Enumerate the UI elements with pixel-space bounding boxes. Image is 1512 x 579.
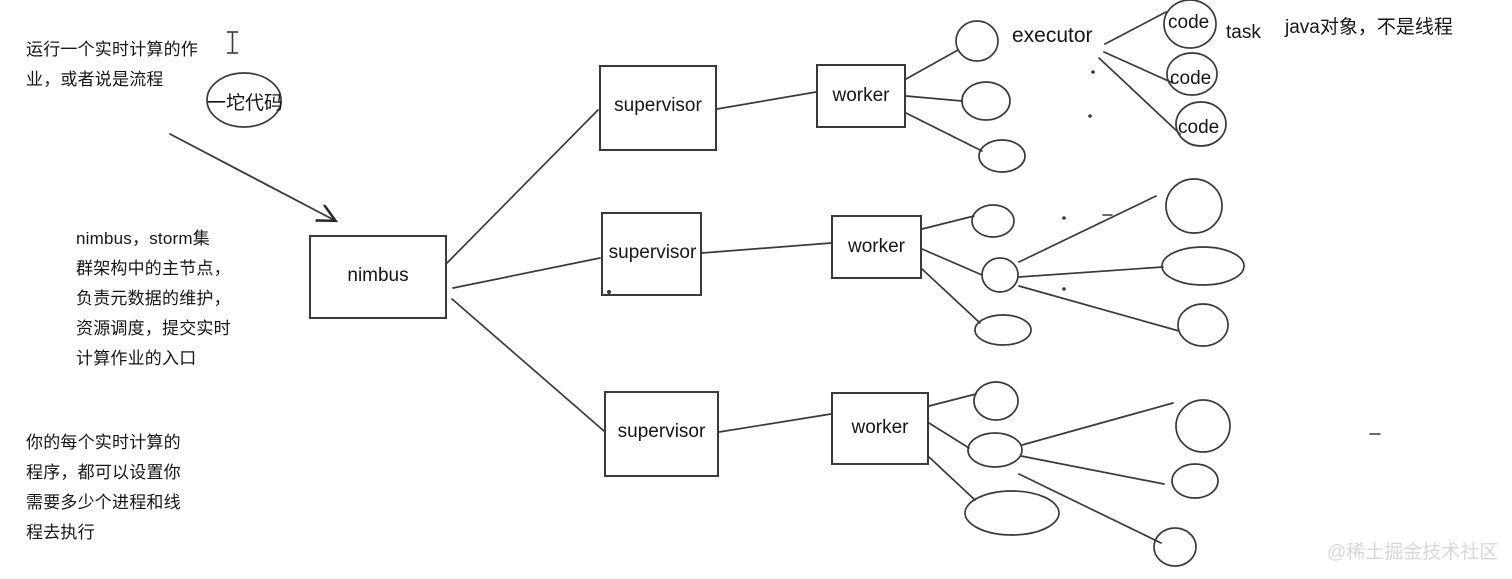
executor-circle-4 <box>971 204 1015 238</box>
ink-dot <box>1091 70 1095 74</box>
edge-executor5-task-3 <box>1018 285 1180 332</box>
executor-circle-9 <box>964 490 1060 536</box>
edge-nimbus-to-supervisor-3 <box>451 298 605 432</box>
edge-worker3-executor-3 <box>928 456 976 501</box>
task-circle-r2-2 <box>1161 246 1245 286</box>
edge-executor1-task-1 <box>1104 11 1167 45</box>
supervisor-label-2: supervisor <box>608 242 697 263</box>
edge-worker1-executor-3 <box>905 112 983 152</box>
task-circle-r3-1 <box>1175 399 1231 453</box>
executor-circle-8 <box>967 432 1023 468</box>
executor-circle-1 <box>955 20 999 62</box>
edge-executor5-task-2 <box>1018 266 1164 278</box>
edge-executor5-task-1 <box>1018 195 1157 263</box>
edge-worker2-executor-2 <box>921 248 983 276</box>
edge-supervisor-worker-1 <box>716 91 817 110</box>
task-code-label-1: code <box>1168 12 1210 33</box>
worker-label-2: worker <box>847 236 905 257</box>
edge-executor8-task-3 <box>1018 473 1162 544</box>
edge-supervisor-worker-3 <box>718 413 832 433</box>
edge-nimbus-to-supervisor-1 <box>446 109 599 264</box>
edge-executor8-task-1 <box>1021 402 1174 446</box>
edge-executor1-task-3 <box>1098 57 1181 135</box>
note-job-description: 运行一个实时计算的作 业，或者说是流程 <box>26 40 198 89</box>
watermark: @稀土掘金技术社区 <box>1327 542 1499 563</box>
executor-circle-7 <box>973 381 1019 421</box>
edge-worker2-executor-3 <box>921 268 981 324</box>
executor-circle-5 <box>981 257 1019 293</box>
edge-supervisor-worker-2 <box>701 242 832 254</box>
task-label: task <box>1226 22 1261 43</box>
ink-dot <box>1062 216 1066 220</box>
executor-circle-3 <box>978 139 1026 173</box>
java-object-note: java对象，不是线程 <box>1285 17 1453 38</box>
edge-worker2-executor-1 <box>921 215 975 230</box>
ink-dot <box>607 290 611 294</box>
worker-label-1: worker <box>832 85 890 106</box>
worker-label-3: worker <box>851 417 909 438</box>
task-circle-r2-3 <box>1177 303 1229 347</box>
edge-worker3-executor-2 <box>928 422 970 449</box>
edge-worker1-executor-2 <box>905 95 963 102</box>
executor-circle-2 <box>961 81 1011 121</box>
task-code-label-3: code <box>1178 117 1220 138</box>
code-blob-label: 一坨代码 <box>207 93 284 114</box>
note-process-thread-description: 你的每个实时计算的 程序，都可以设置你 需要多少个进程和线 程去执行 <box>26 433 181 542</box>
supervisor-label-1: supervisor <box>614 95 702 116</box>
note-nimbus-description: nimbus，storm集 群架构中的主节点， 负责元数据的维护， 资源调度，提… <box>76 229 231 368</box>
edge-worker3-executor-1 <box>928 393 977 407</box>
edge-executor1-task-2 <box>1103 51 1174 84</box>
supervisor-label-3: supervisor <box>617 421 706 442</box>
edge-nimbus-to-supervisor-2 <box>452 257 601 289</box>
nimbus-label: nimbus <box>347 265 409 286</box>
edge-worker1-executor-1 <box>905 49 959 80</box>
arrow-to-nimbus <box>169 133 334 220</box>
edge-executor8-task-2 <box>1020 455 1165 485</box>
text-caret-icon <box>227 31 238 54</box>
ink-dot <box>1088 114 1092 118</box>
ink-dot <box>1062 287 1066 291</box>
task-circle-r3-3 <box>1153 527 1197 567</box>
task-code-label-2: code <box>1170 68 1212 89</box>
task-circle-r2-1 <box>1165 178 1223 234</box>
task-circle-r3-2 <box>1171 463 1219 499</box>
executor-label: executor <box>1012 24 1093 47</box>
executor-circle-6 <box>974 314 1032 346</box>
